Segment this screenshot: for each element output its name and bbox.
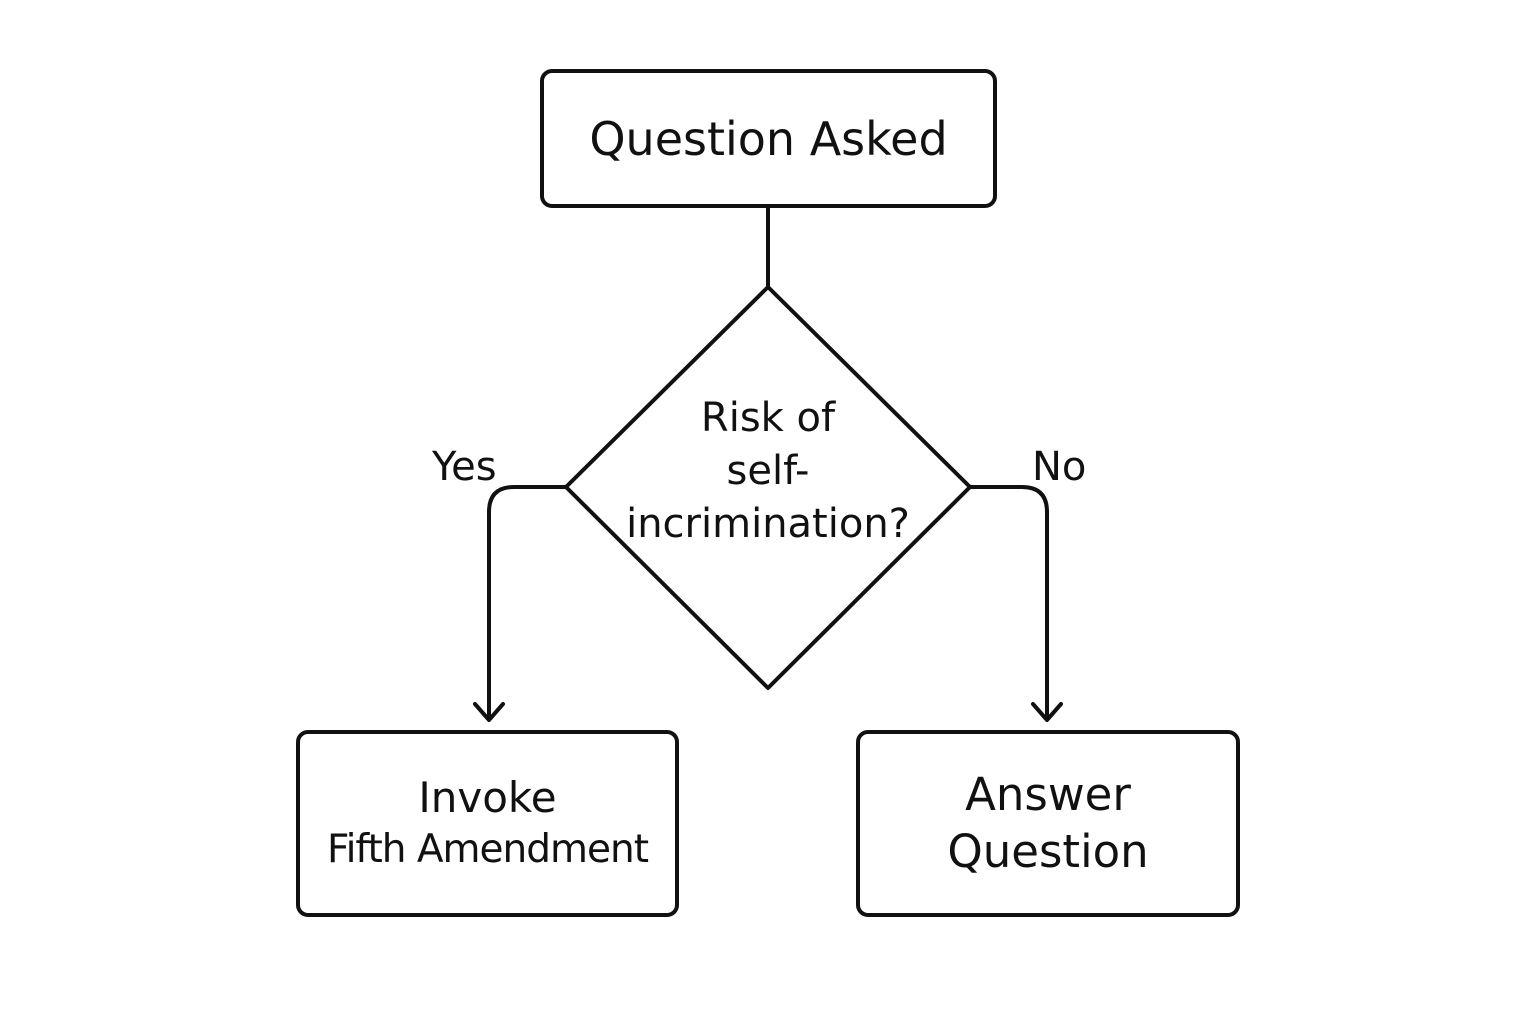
start-node-label: Question Asked — [589, 111, 948, 166]
decision-node-label: Risk of self- incrimination? — [598, 392, 938, 551]
no-outcome-line-2: Question — [947, 824, 1149, 878]
connector-yes-branch — [487, 485, 568, 720]
connector-no-branch — [968, 485, 1049, 720]
decision-label-line-2: self- — [726, 448, 810, 494]
outcome-node-invoke-fifth-amendment: Invoke Fifth Amendment — [296, 730, 679, 917]
decision-label-line-1: Risk of — [700, 395, 836, 441]
yes-outcome-line-2: Fifth Amendment — [326, 827, 649, 873]
decision-label-line-3: incrimination? — [626, 501, 910, 547]
arrowhead-yes — [473, 702, 505, 722]
arrowhead-no — [1031, 702, 1063, 722]
outcome-node-answer-question: Answer Question — [856, 730, 1240, 917]
yes-branch-label: Yes — [432, 444, 497, 490]
start-node-question-asked: Question Asked — [540, 69, 997, 208]
decision-diamond — [564, 285, 972, 690]
no-outcome-line-1: Answer — [965, 768, 1131, 822]
no-branch-label: No — [1032, 444, 1087, 490]
yes-outcome-line-1: Invoke — [418, 772, 557, 822]
